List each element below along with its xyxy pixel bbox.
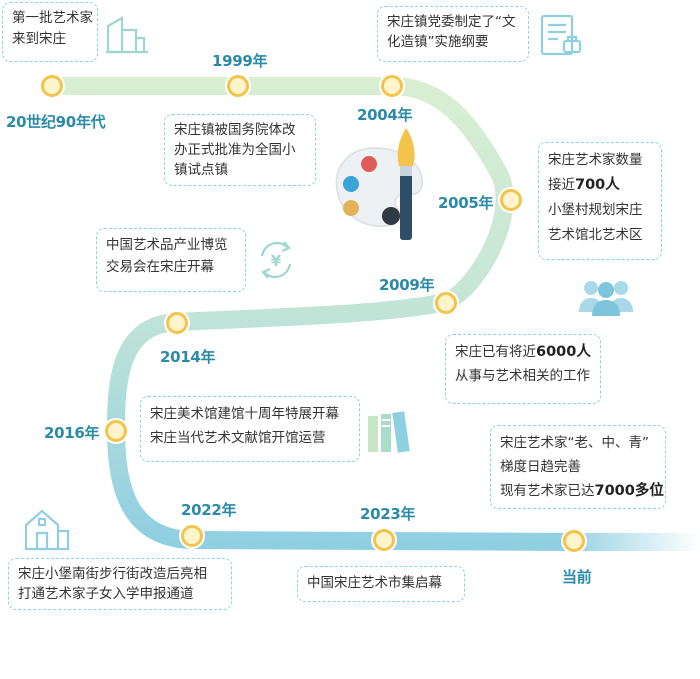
year-label-2022: 2022年 xyxy=(181,501,237,519)
event-line: 梯度日趋完善 xyxy=(500,459,581,475)
timeline-node-1999 xyxy=(227,75,249,97)
year-label-2016: 2016年 xyxy=(44,424,100,442)
event-line: 宋庄已有将近6000人 xyxy=(455,340,591,364)
event-box-2009: 中国艺术品产业博览 交易会在宋庄开幕 xyxy=(96,228,246,292)
event-text: 宋庄已有将近 xyxy=(455,344,536,360)
timeline-node-2005 xyxy=(500,189,522,211)
currency-exchange-icon: ¥ xyxy=(260,241,292,279)
event-line: 办正式批准为全国小 xyxy=(174,142,296,158)
event-box-current: 宋庄艺术家“老、中、青” 梯度日趋完善 现有艺术家已达7000多位 xyxy=(490,425,666,509)
books-icon xyxy=(368,411,410,453)
svg-text:¥: ¥ xyxy=(271,252,282,270)
event-text: 现有艺术家已达 xyxy=(500,483,595,499)
event-box-2005: 宋庄艺术家数量 接近700人 小堡村规划宋庄 艺术馆北艺术区 xyxy=(538,142,662,260)
event-text: 接近 xyxy=(548,177,575,193)
year-label-2014: 2014年 xyxy=(160,348,216,366)
event-line: 来到宋庄 xyxy=(12,31,66,47)
building-icon xyxy=(106,16,148,54)
event-line: 宋庄镇被国务院体改 xyxy=(174,122,296,138)
event-line: 打通艺术家子女入学申报通道 xyxy=(18,586,194,602)
event-line: 宋庄小堡南街步行街改造后亮相 xyxy=(18,566,207,582)
palette-brush-icon xyxy=(335,128,423,240)
event-box-2016: 宋庄美术馆建馆十周年特展开幕 宋庄当代艺术文献馆开馆运营 xyxy=(140,396,360,462)
event-highlight: 6000人 xyxy=(536,344,591,360)
event-box-2014: 宋庄已有将近6000人 从事与艺术相关的工作 xyxy=(445,334,601,404)
timeline-path xyxy=(43,77,579,551)
event-line: 小堡村规划宋庄 xyxy=(548,202,643,218)
event-line: 宋庄镇党委制定了“文 xyxy=(387,14,516,30)
event-highlight: 7000多位 xyxy=(594,483,664,499)
event-line: 接近700人 xyxy=(548,173,652,198)
event-line: 从事与艺术相关的工作 xyxy=(455,368,590,384)
timeline-node-2009 xyxy=(435,292,457,314)
year-label-current: 当前 xyxy=(562,568,592,586)
event-line: 化造镇”实施纲要 xyxy=(387,34,489,50)
timeline-node-2004 xyxy=(381,75,403,97)
year-label-2023: 2023年 xyxy=(360,505,416,523)
event-line: 中国宋庄艺术市集启幕 xyxy=(307,575,442,591)
event-box-2022: 宋庄小堡南街步行街改造后亮相 打通艺术家子女入学申报通道 xyxy=(8,558,232,610)
event-line: 宋庄美术馆建馆十周年特展开幕 xyxy=(150,406,339,422)
year-label-2009: 2009年 xyxy=(379,276,435,294)
year-label-1990s: 20世纪90年代 xyxy=(6,113,106,131)
event-line: 艺术馆北艺术区 xyxy=(548,227,643,243)
event-line: 镇试点镇 xyxy=(174,162,228,178)
event-box-1999: 宋庄镇被国务院体改 办正式批准为全国小 镇试点镇 xyxy=(164,114,316,186)
event-line: 第一批艺术家 xyxy=(12,10,93,26)
event-box-2023: 中国宋庄艺术市集启幕 xyxy=(297,566,465,602)
house-icon xyxy=(24,509,70,551)
timeline-node-2016 xyxy=(105,420,127,442)
timeline-node-2023 xyxy=(373,529,395,551)
timeline-node-current xyxy=(563,530,585,552)
document-icon xyxy=(540,14,582,56)
timeline-node-2022 xyxy=(181,525,203,547)
event-line: 宋庄当代艺术文献馆开馆运营 xyxy=(150,430,326,446)
year-label-2005: 2005年 xyxy=(438,194,494,212)
event-box-2004: 宋庄镇党委制定了“文 化造镇”实施纲要 xyxy=(377,6,529,62)
event-line: 交易会在宋庄开幕 xyxy=(106,259,214,275)
year-label-2004: 2004年 xyxy=(357,106,413,124)
event-line: 宋庄艺术家数量 xyxy=(548,152,643,168)
event-line: 宋庄艺术家“老、中、青” xyxy=(500,435,649,451)
timeline-node-1990s xyxy=(41,75,63,97)
year-label-1999: 1999年 xyxy=(212,52,268,70)
event-box-1990s: 第一批艺术家 来到宋庄 xyxy=(2,2,98,62)
event-highlight: 700人 xyxy=(575,177,620,193)
event-line: 现有艺术家已达7000多位 xyxy=(500,479,664,503)
timeline-node-2014 xyxy=(166,312,188,334)
people-icon xyxy=(579,281,633,316)
event-line: 中国艺术品产业博览 xyxy=(106,237,228,253)
